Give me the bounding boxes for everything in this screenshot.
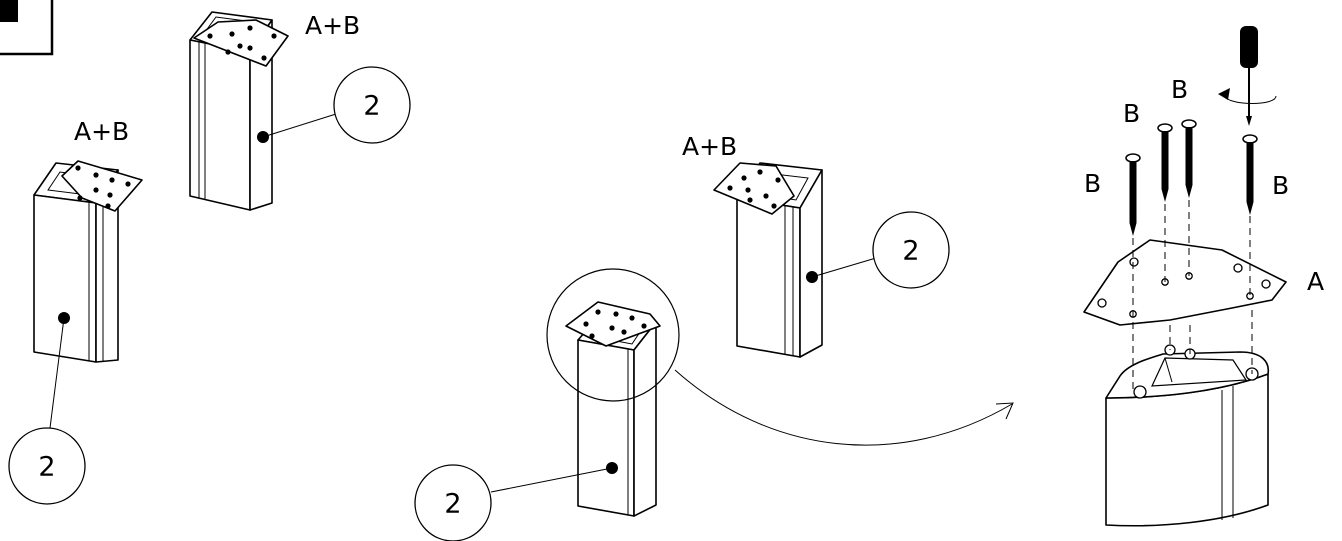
leg-4: [490, 301, 661, 517]
callout-leg-4-number: 2: [444, 489, 461, 520]
screwdriver-icon: [1240, 26, 1258, 126]
callout-leg-2-number: 2: [363, 91, 380, 122]
detail-circle: [546, 268, 680, 402]
screw-4: [1242, 134, 1258, 215]
label-plate: A: [1307, 267, 1324, 296]
mounting-plate: [713, 162, 795, 215]
step-number-box: [0, 0, 54, 56]
mounting-plate: [565, 301, 661, 347]
callout-leg-1-number: 2: [38, 452, 55, 483]
leg-2: [189, 11, 337, 211]
screw-2: [1157, 123, 1173, 202]
callout-leg-2: 2: [333, 66, 411, 144]
alignment-lines: [1132, 200, 1253, 390]
screw-1: [1125, 153, 1141, 236]
label-screw-4: B: [1272, 171, 1289, 200]
rotation-arrow-icon: [1218, 88, 1277, 104]
label-plate-screws-3: A+B: [682, 132, 737, 161]
label-plate-screws-2: A+B: [305, 11, 360, 40]
label-screw-3: B: [1171, 75, 1188, 104]
label-screw-1: B: [1084, 169, 1101, 198]
leg-1: [33, 160, 143, 429]
detail-mounting-plate: [1083, 239, 1287, 326]
callout-leg-3-number: 2: [902, 236, 919, 267]
screw-3: [1181, 119, 1197, 198]
callout-leg-3: 2: [872, 211, 950, 289]
label-plate-screws-1: A+B: [74, 117, 129, 146]
callout-leg-4: 2: [414, 464, 492, 541]
mounting-plate: [193, 19, 289, 67]
label-screw-2: B: [1123, 99, 1140, 128]
leg-3: [713, 162, 877, 358]
detail-leg-top: [1105, 344, 1270, 527]
callout-leg-1: 2: [8, 427, 86, 505]
detail-arrow: [674, 369, 1014, 446]
mounting-plate: [61, 160, 143, 212]
